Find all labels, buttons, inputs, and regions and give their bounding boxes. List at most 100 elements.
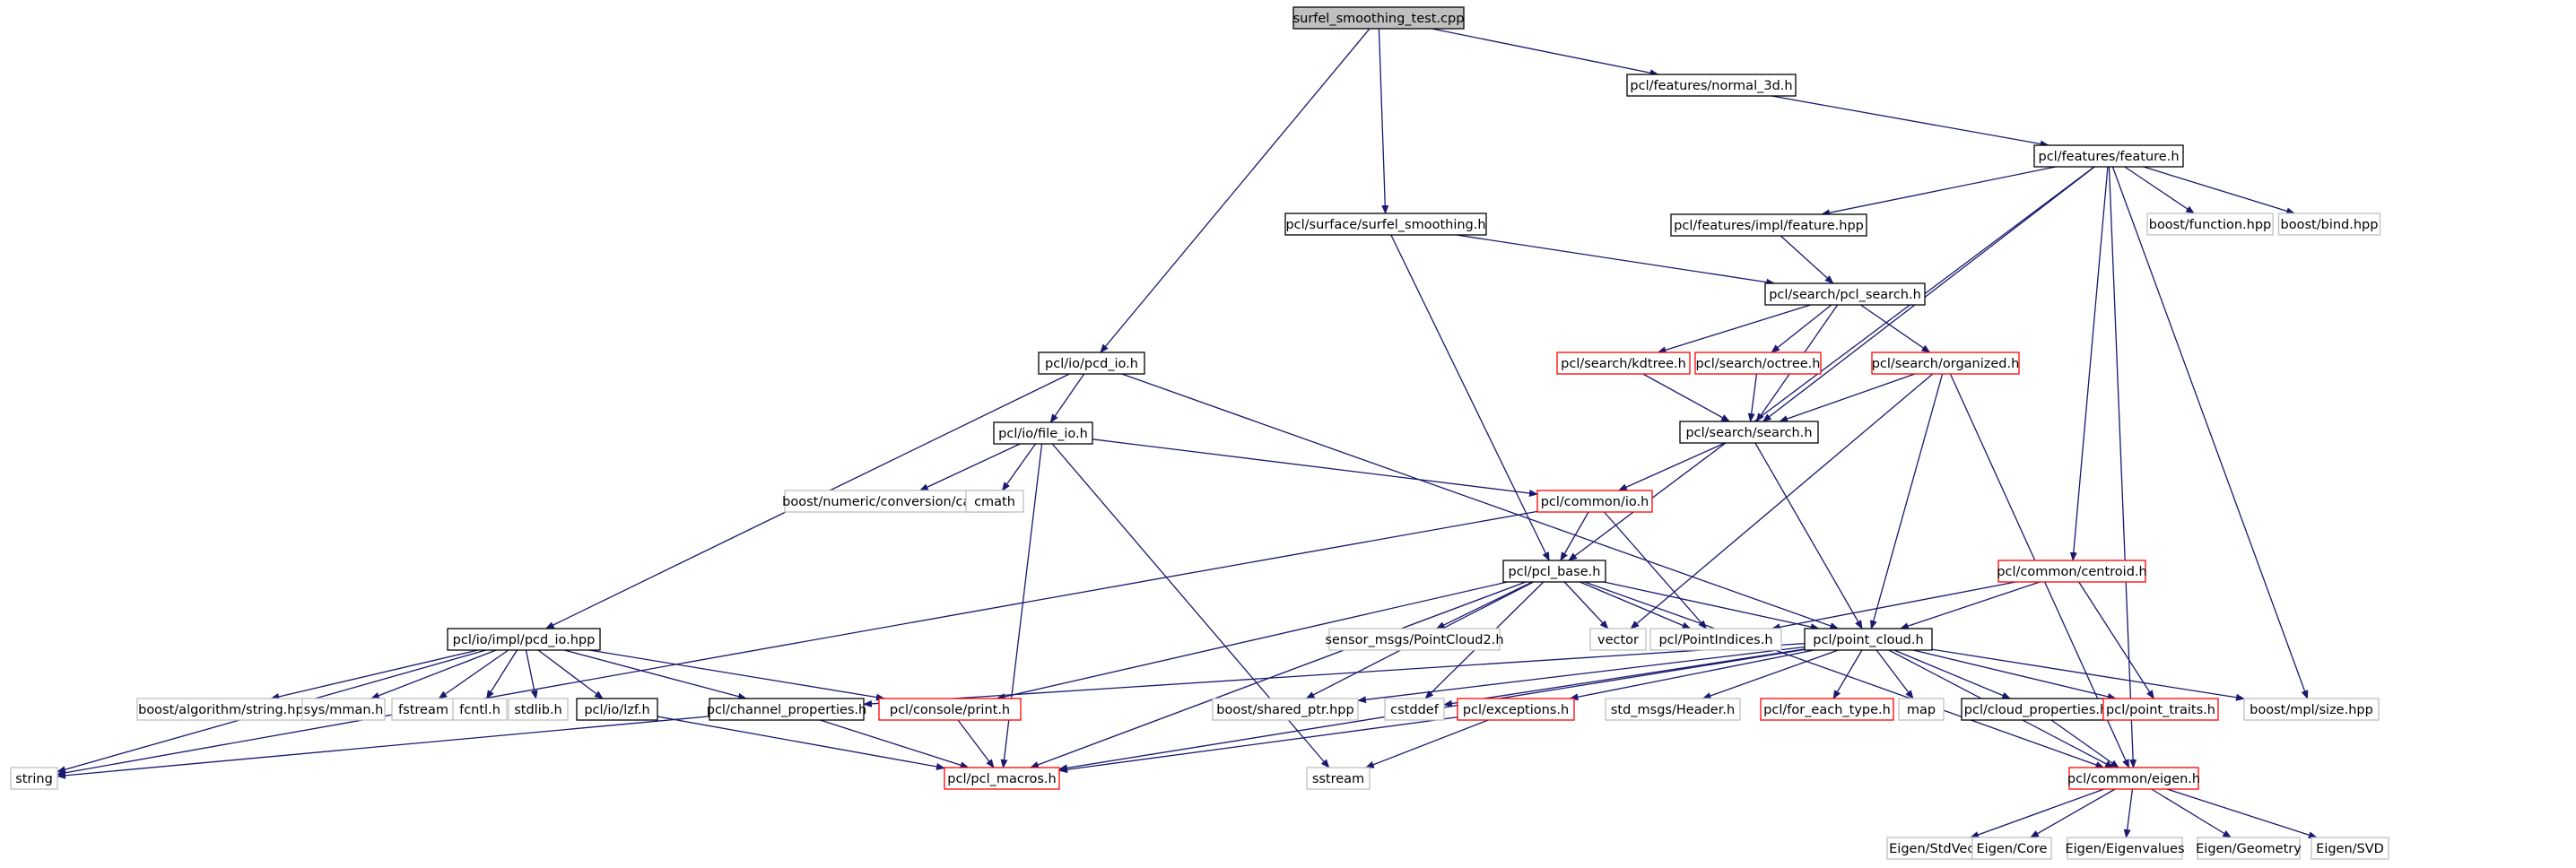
edge-root-to-pcdio [1100, 28, 1371, 353]
edge-fileio-to-numcast [918, 443, 1021, 491]
node-fstream: fstream [391, 698, 456, 721]
edge-octree-to-search [1747, 373, 1758, 422]
node-cloudprop[interactable]: pcl/cloud_properties.h [1961, 698, 2111, 721]
node-box-vector [1589, 628, 1647, 651]
edge-commonio-to-pointind [1604, 511, 1708, 629]
edge-chanprop-to-string [57, 716, 710, 779]
node-box-header [1605, 698, 1741, 721]
node-surfel[interactable]: pcl/surface/surfel_smoothing.h [1284, 213, 1487, 236]
node-label-numcast: boost/numeric/conversion/cast.hpp [782, 495, 1012, 509]
node-label-normal3d: pcl/features/normal_3d.h [1630, 79, 1792, 93]
nodes-layer: surfel_smoothing_test.cpp pcl/features/no… [10, 6, 2389, 860]
node-box-foreach [1760, 698, 1894, 721]
edge-kdtree-to-search [1642, 373, 1731, 422]
edge-pcdimpl-to-fstream [438, 649, 509, 699]
node-geometry: Eigen/Geometry [2196, 837, 2302, 860]
edge-pcdimpl-to-consoleprint [588, 649, 885, 701]
edge-organized-to-vector [1630, 373, 1934, 629]
node-search[interactable]: pcl/search/search.h [1679, 421, 1819, 444]
node-label-octree: pcl/search/octree.h [1696, 357, 1821, 371]
node-root[interactable]: surfel_smoothing_test.cpp [1292, 6, 1465, 30]
edge-pclbase-to-sensor [1435, 581, 1533, 629]
node-label-fileio: pcl/io/file_io.h [998, 427, 1088, 441]
node-box-centroid [1997, 560, 2146, 583]
node-featimpl[interactable]: pcl/features/impl/feature.hpp [1670, 213, 1867, 237]
node-pclbase[interactable]: pcl/pcl_base.h [1502, 560, 1606, 583]
node-normal3d[interactable]: pcl/features/normal_3d.h [1626, 74, 1797, 97]
node-box-cloudprop [1961, 698, 2111, 721]
node-label-cstddef: cstddef [1390, 703, 1440, 717]
node-organized[interactable]: pcl/search/organized.h [1871, 352, 2020, 375]
node-foreach[interactable]: pcl/for_each_type.h [1760, 698, 1894, 721]
node-exceptions[interactable]: pcl/exceptions.h [1457, 698, 1575, 721]
edge-organized-to-pointcloud [1869, 373, 1944, 629]
node-box-eigenvalues [2067, 837, 2183, 860]
edge-feature-to-centroid [2069, 166, 2109, 561]
node-pcdio[interactable]: pcl/io/pcd_io.h [1038, 352, 1145, 375]
node-cstddef: cstddef [1384, 698, 1445, 721]
node-box-boostbind [2277, 213, 2381, 236]
node-label-mman: sys/mman.h [304, 703, 384, 717]
edge-pclbase-to-pointcloud [1604, 581, 1820, 630]
edge-pclsearch-to-octree [1771, 304, 1832, 353]
node-label-feature: pcl/features/feature.h [2038, 150, 2179, 164]
node-label-cloudprop: pcl/cloud_properties.h [1964, 703, 2108, 717]
node-chanprop[interactable]: pcl/channel_properties.h [707, 698, 867, 721]
node-feature[interactable]: pcl/features/feature.h [2033, 144, 2184, 168]
node-box-chanprop [709, 698, 865, 721]
edge-centroid-to-pointtraits [2078, 581, 2154, 699]
node-box-map [1898, 698, 1945, 721]
edge-search-to-commonio [1617, 442, 1726, 491]
node-box-eigen [2068, 767, 2199, 790]
node-label-boostfunc: boost/function.hpp [2149, 218, 2272, 232]
node-map: map [1898, 698, 1945, 721]
node-fcntl: fcntl.h [452, 698, 508, 721]
node-label-fcntl: fcntl.h [459, 703, 500, 717]
node-label-map: map [1907, 703, 1936, 717]
node-pointtraits[interactable]: pcl/point_traits.h [2102, 698, 2219, 721]
edge-pointcloud-to-map [1875, 649, 1914, 699]
node-pclmacros[interactable]: pcl/pcl_macros.h [944, 767, 1060, 790]
node-pclsearch[interactable]: pcl/search/pcl_search.h [1764, 282, 1926, 306]
node-box-sstream [1306, 767, 1371, 790]
node-box-root [1292, 6, 1465, 30]
node-label-eigenvalues: Eigen/Eigenvalues [2065, 842, 2184, 856]
node-box-surfel [1284, 213, 1487, 236]
edge-feature-to-boostfunc [2124, 166, 2195, 214]
edge-pclbase-to-pclmacros [1030, 581, 1527, 768]
node-lzf[interactable]: pcl/io/lzf.h [576, 698, 658, 721]
node-octree[interactable]: pcl/search/octree.h [1694, 352, 1822, 375]
node-box-kdtree [1556, 352, 1691, 375]
node-box-pointtraits [2102, 698, 2219, 721]
node-label-core: Eigen/Core [1977, 842, 2048, 856]
node-box-geometry [2197, 837, 2301, 860]
edge-pcdimpl-to-lzf [537, 649, 604, 699]
node-box-fstream [391, 698, 456, 721]
node-fileio[interactable]: pcl/io/file_io.h [993, 421, 1093, 445]
node-label-foreach: pcl/for_each_type.h [1763, 703, 1891, 717]
node-boostbind: boost/bind.hpp [2277, 213, 2381, 236]
edge-fileio-to-commonio [1092, 438, 1538, 497]
node-label-string: string [15, 772, 53, 786]
edge-pointcloud-to-sharedptr [1357, 646, 1806, 704]
node-label-pclbase: pcl/pcl_base.h [1509, 565, 1601, 579]
node-box-core [1971, 837, 2052, 860]
edge-feature-to-eigen [2108, 166, 2137, 768]
node-label-pclsearch: pcl/search/pcl_search.h [1769, 288, 1921, 302]
node-consoleprint[interactable]: pcl/console/print.h [878, 698, 1022, 721]
node-eigen[interactable]: pcl/common/eigen.h [2067, 767, 2200, 790]
edge-centroid-to-pointind [1771, 581, 2016, 631]
node-label-fstream: fstream [398, 703, 448, 717]
node-centroid[interactable]: pcl/common/centroid.h [1997, 560, 2147, 583]
node-commonio[interactable]: pcl/common/io.h [1536, 490, 1653, 513]
edge-exceptions-to-pclmacros [1058, 716, 1458, 774]
node-label-pclmacros: pcl/pcl_macros.h [947, 772, 1056, 786]
node-label-stdlib: stdlib.h [514, 703, 562, 717]
edge-featimpl-to-pclsearch [1780, 235, 1834, 284]
edge-pcdio-to-fileio [1049, 373, 1085, 423]
node-label-root: surfel_smoothing_test.cpp [1293, 12, 1465, 26]
node-pointcloud[interactable]: pcl/point_cloud.h [1804, 628, 1933, 651]
node-kdtree[interactable]: pcl/search/kdtree.h [1556, 352, 1691, 375]
node-pcdimpl[interactable]: pcl/io/impl/pcd_io.hpp [447, 628, 601, 651]
